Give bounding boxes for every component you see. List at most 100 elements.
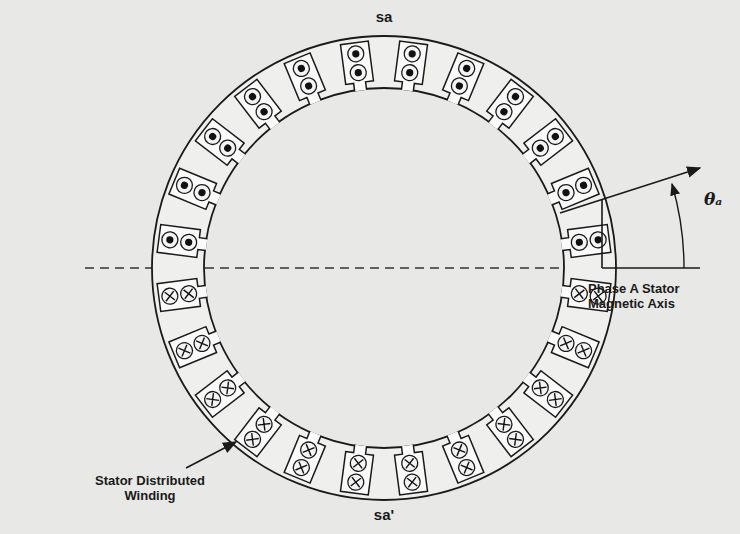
conductor: [347, 45, 365, 63]
current-out-dot: [462, 64, 471, 73]
stator-slot: [482, 79, 533, 134]
stator-ring: [152, 36, 616, 500]
current-in-cross: [165, 291, 175, 301]
current-in-cross: [303, 444, 315, 456]
stator-slot: [440, 53, 484, 108]
stator-slot: [482, 401, 533, 456]
current-out-dot: [510, 92, 520, 102]
conductor: [291, 58, 312, 79]
stator-core: [152, 36, 616, 500]
angle-arrow: [560, 168, 700, 213]
axis-caption: Phase A Stator Magnetic Axis: [588, 282, 728, 312]
current-out-dot: [259, 107, 269, 117]
conductor: [161, 287, 179, 305]
conductor: [161, 231, 179, 249]
stator-slot: [235, 401, 286, 456]
current-in-cross: [574, 289, 584, 299]
stator-slot: [284, 428, 328, 483]
current-out-dot: [550, 131, 560, 141]
angle-symbol: θₐ: [704, 190, 722, 210]
current-out-dot: [406, 69, 414, 77]
stator-slot: [157, 224, 208, 258]
conductor: [201, 388, 223, 410]
conductor: [241, 428, 263, 450]
conductor: [241, 85, 263, 107]
conductor: [349, 64, 367, 82]
current-out-dot: [535, 143, 545, 153]
current-in-cross: [353, 458, 363, 468]
current-in-cross: [549, 393, 562, 406]
stator-slot: [517, 366, 572, 417]
current-in-cross: [560, 338, 572, 350]
current-in-cross: [461, 462, 473, 474]
conductor: [201, 125, 223, 147]
conductor: [456, 58, 477, 79]
conductor: [298, 440, 319, 461]
conductor: [403, 45, 421, 63]
conductor: [291, 457, 312, 478]
conductor: [573, 340, 594, 361]
conductor: [589, 231, 607, 249]
current-out-dot: [185, 238, 193, 246]
current-out-dot: [208, 131, 218, 141]
axis-tick-line: [601, 200, 603, 268]
current-out-dot: [166, 236, 174, 244]
conductor: [180, 285, 198, 303]
stator-slot: [393, 444, 427, 495]
current-out-dot: [499, 107, 509, 117]
conductor: [573, 175, 594, 196]
part-name: Stator Distributed Winding: [80, 474, 220, 504]
current-in-cross: [258, 418, 271, 431]
conductor: [180, 233, 198, 251]
conductor: [556, 182, 577, 203]
conductor: [298, 76, 319, 97]
current-out-dot: [354, 69, 362, 77]
winding-leader-arrow: [186, 442, 236, 468]
stator-slot: [544, 168, 599, 212]
current-out-dot: [352, 50, 360, 58]
axis-reference-line: [602, 267, 700, 269]
current-in-cross: [407, 477, 417, 487]
stator-slot: [340, 444, 374, 495]
current-out-dot: [455, 81, 464, 90]
current-out-dot: [579, 181, 588, 190]
stator-slot: [340, 41, 374, 92]
conductor: [449, 76, 470, 97]
current-in-cross: [405, 458, 415, 468]
current-in-cross: [184, 289, 194, 299]
current-in-cross: [179, 345, 191, 357]
current-out-dot: [197, 188, 206, 197]
current-out-dot: [297, 64, 306, 73]
current-in-cross: [196, 338, 208, 350]
stator-slot: [544, 324, 599, 368]
current-out-dot: [561, 188, 570, 197]
current-in-cross: [534, 382, 547, 395]
stator-slot: [195, 119, 250, 170]
conductor: [174, 340, 195, 361]
current-out-dot: [594, 236, 602, 244]
conductor: [192, 333, 213, 354]
conductor: [504, 428, 526, 450]
current-in-cross: [206, 393, 219, 406]
stator-slot: [195, 366, 250, 417]
current-out-dot: [180, 181, 189, 190]
conductor: [556, 333, 577, 354]
conductor: [504, 85, 526, 107]
conductor: [347, 473, 365, 491]
stator-slot: [284, 53, 328, 108]
current-in-cross: [454, 444, 466, 456]
stator-slot: [169, 168, 224, 212]
stator-slot: [235, 79, 286, 134]
current-in-cross: [351, 477, 361, 487]
slot-label: sa: [376, 8, 393, 25]
current-in-cross: [509, 433, 522, 446]
conductor: [401, 454, 419, 472]
conductor: [401, 64, 419, 82]
current-in-cross: [498, 418, 511, 431]
conductor: [192, 182, 213, 203]
current-in-cross: [295, 462, 307, 474]
conductor: [544, 125, 566, 147]
stator-slot: [517, 119, 572, 170]
stator-slot: [393, 41, 427, 92]
